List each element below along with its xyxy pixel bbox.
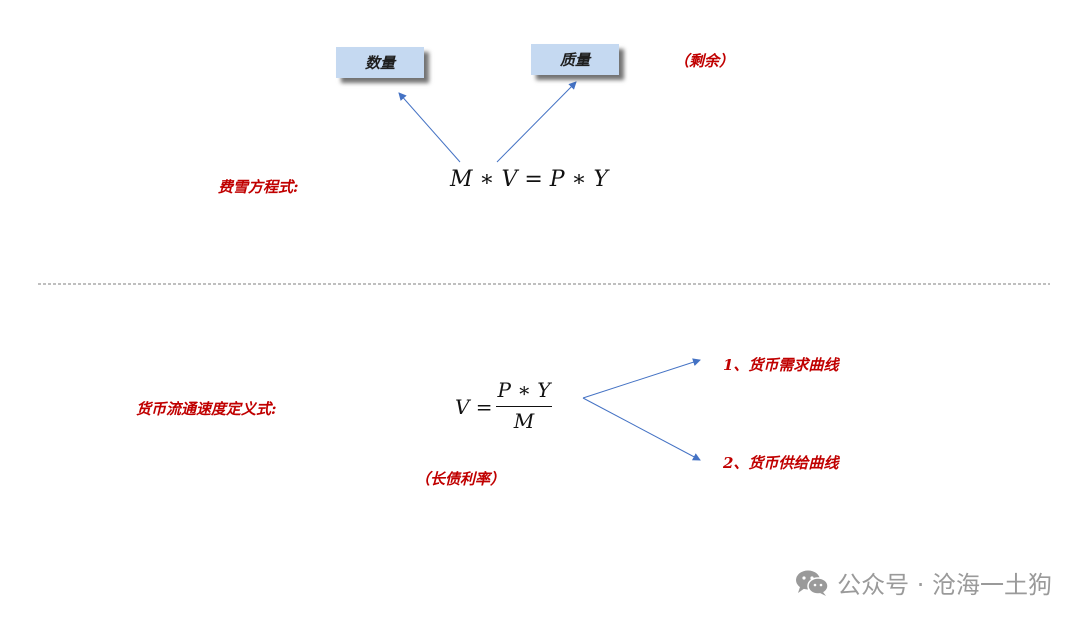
- fisher-equation-label: 费雪方程式:: [218, 178, 299, 196]
- fisher-equation: M ∗ V = P ∗ Y: [450, 167, 609, 192]
- long-bond-rate-label: （长债利率）: [415, 470, 506, 488]
- arrow-to-supply-curve: [582, 397, 701, 461]
- watermark: 公众号 · 沧海一土狗: [795, 565, 1052, 600]
- money-supply-curve-label: 2、货币供给曲线: [723, 454, 839, 472]
- arrow-to-demand-curve: [582, 358, 701, 399]
- surplus-label: （剩余）: [674, 52, 735, 70]
- fraction-denominator: M: [513, 409, 535, 433]
- arrow-to-quality: [496, 81, 577, 163]
- quantity-box-label: 数量: [364, 54, 395, 72]
- quantity-box: 数量: [336, 47, 424, 78]
- arrow-to-quantity: [398, 92, 461, 163]
- fraction-numerator: P ∗ Y: [497, 378, 551, 402]
- velocity-definition-label: 货币流通速度定义式:: [136, 400, 277, 418]
- money-demand-curve-label: 1、货币需求曲线: [723, 356, 839, 374]
- formula-lhs: V =: [455, 395, 493, 419]
- fraction-bar: [496, 406, 552, 407]
- quality-box-label: 质量: [559, 51, 590, 69]
- watermark-text: 公众号 · 沧海一土狗: [837, 571, 1052, 599]
- velocity-fraction: P ∗ Y M: [496, 378, 552, 434]
- wechat-icon: [796, 570, 829, 596]
- quality-box: 质量: [531, 44, 619, 75]
